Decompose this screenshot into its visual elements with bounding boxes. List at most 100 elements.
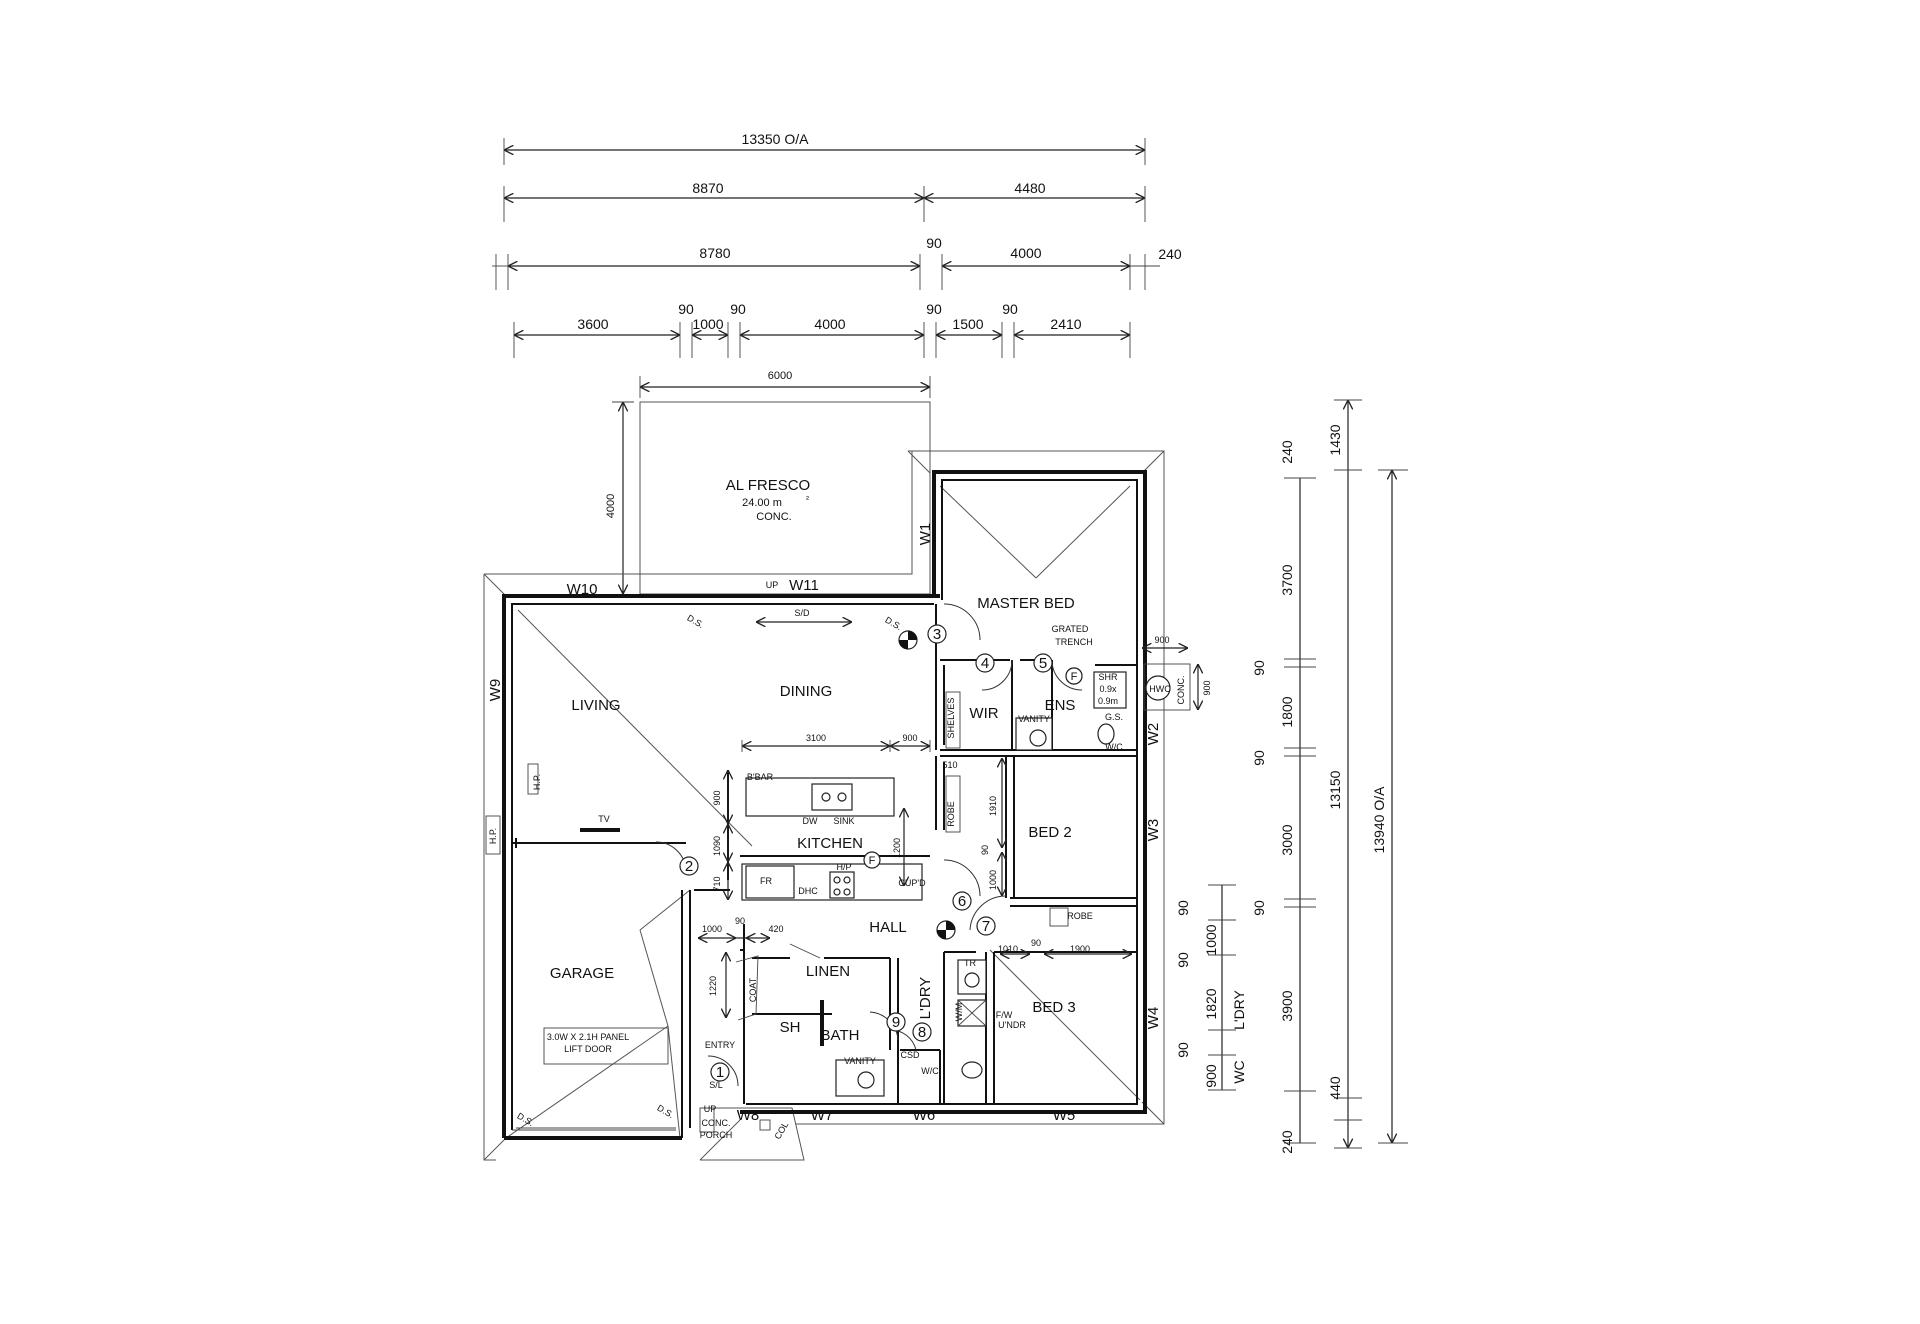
- label-bbar: B'BAR: [747, 772, 774, 782]
- room-labels: MASTER BED LIVING DINING KITCHEN WIR ENS…: [550, 595, 1076, 1044]
- label-cupd: CUP'D: [898, 878, 926, 888]
- window-w3: W3: [1145, 819, 1162, 842]
- label-shelves: SHELVES: [946, 698, 956, 739]
- dim-small-90a: 90: [1175, 900, 1191, 916]
- label-wc-ldry: W/C: [921, 1066, 939, 1076]
- fixtures: [485, 630, 1191, 1133]
- label-entry: ENTRY: [705, 1040, 735, 1050]
- label-hp-kitchen: H/P: [836, 862, 851, 872]
- dim-alfresco-width: 6000: [768, 370, 792, 382]
- door-number-9: 9: [892, 1014, 900, 1031]
- dim-alfresco-depth: 4000: [605, 494, 617, 518]
- label-sl: S/L: [709, 1080, 723, 1090]
- dim-510: 510: [942, 760, 957, 770]
- label-porch-1: CONC.: [702, 1118, 731, 1128]
- dim-row3-d: 240: [1158, 246, 1182, 262]
- dim-small-90c: 90: [1175, 1042, 1191, 1058]
- room-ldry: L'DRY: [917, 977, 934, 1020]
- dim-row4-1500: 1500: [952, 316, 983, 332]
- label-robe-bed3: ROBE: [1067, 911, 1093, 921]
- dim-3100: 3100: [806, 733, 826, 743]
- window-w9: W9: [487, 679, 504, 702]
- label-dw: DW: [803, 816, 818, 826]
- room-alfresco: AL FRESCO: [726, 477, 810, 494]
- label-col: COL: [772, 1120, 790, 1141]
- room-dining: DINING: [780, 683, 833, 700]
- dim-1000-hall: 1000: [702, 924, 722, 934]
- label-hp-wall: H.P.: [488, 828, 498, 844]
- room-hall: HALL: [869, 919, 907, 936]
- room-bath: BATH: [821, 1027, 860, 1044]
- external-walls: [502, 470, 1147, 1140]
- label-garage-door-1: 3.0W X 2.1H PANEL: [547, 1032, 629, 1042]
- dim-right-1430: 1430: [1327, 424, 1343, 455]
- door-number-2: 2: [685, 858, 693, 875]
- label-shr-1: SHR: [1098, 672, 1118, 682]
- door-number-5: 5: [1039, 655, 1047, 672]
- window-w8: W8: [737, 1107, 760, 1124]
- alfresco-area-sup: ²: [806, 494, 809, 504]
- label-garage-door-2: LIFT DOOR: [564, 1044, 612, 1054]
- room-living: LIVING: [571, 697, 620, 714]
- label-fr: FR: [760, 876, 772, 886]
- dim-row3-b: 90: [926, 235, 942, 251]
- label-hwc-conc: CONC.: [1176, 676, 1186, 705]
- dim-1200: 1200: [892, 838, 902, 858]
- room-kitchen: KITCHEN: [797, 835, 863, 852]
- dim-small-1820: 1820: [1203, 988, 1219, 1019]
- window-w4: W4: [1145, 1007, 1162, 1030]
- room-bed3: BED 3: [1032, 999, 1075, 1016]
- dim-row4-90d: 90: [1002, 301, 1018, 317]
- dim-small-wc: WC: [1231, 1060, 1247, 1083]
- dim-right-90c: 90: [1251, 900, 1267, 916]
- window-w1: W1: [917, 523, 934, 546]
- label-sd: S/D: [794, 608, 810, 618]
- window-w2: W2: [1145, 723, 1162, 746]
- dim-1910: 1910: [988, 796, 998, 816]
- label-dhc: DHC: [798, 886, 818, 896]
- door-number-1: 1: [716, 1064, 724, 1081]
- dim-small-90b: 90: [1175, 952, 1191, 968]
- dim-row4-90a: 90: [678, 301, 694, 317]
- label-wc-ens: W/C: [1105, 742, 1123, 752]
- dim-900-bench: 900: [712, 790, 722, 805]
- label-fw: F/W: [996, 1010, 1013, 1020]
- dim-row4-2410: 2410: [1050, 316, 1081, 332]
- dim-900-hwc: 900: [1154, 635, 1169, 645]
- dim-row4-3600: 3600: [577, 316, 608, 332]
- window-w5: W5: [1053, 1107, 1076, 1124]
- door-number-7: 7: [982, 918, 990, 935]
- dim-row2-b: 4480: [1014, 180, 1045, 196]
- label-f-ens: F: [1071, 671, 1078, 683]
- label-f-kitchen: F: [869, 855, 876, 867]
- dim-90-bed2: 90: [980, 845, 990, 855]
- door-numbers: 1 2 3 4 5 6 7 8 9: [679, 624, 1053, 1082]
- label-shr-2: 0.9x: [1099, 684, 1117, 694]
- dim-overall-top: 13350 O/A: [742, 131, 810, 147]
- dim-right-240b: 240: [1279, 1130, 1295, 1154]
- label-tr: TR: [964, 958, 976, 968]
- label-porch-2: PORCH: [700, 1130, 733, 1140]
- room-sh: SH: [780, 1019, 801, 1036]
- label-ds-porch: D.S.: [655, 1103, 675, 1120]
- label-undr: U'NDR: [998, 1020, 1026, 1030]
- label-up-porch: UP: [704, 1104, 717, 1114]
- room-garage: GARAGE: [550, 965, 614, 982]
- alfresco-area: 24.00 m: [742, 497, 782, 509]
- dim-right-13150: 13150: [1327, 770, 1343, 809]
- dim-row4-90c: 90: [926, 301, 942, 317]
- room-master-bed: MASTER BED: [977, 595, 1075, 612]
- dim-1220: 1220: [708, 976, 718, 996]
- interior-dimensions: 3100 900 900 1090 710 1200 1910 90 1000 …: [698, 635, 1212, 1018]
- dim-900-hwc-v: 900: [1202, 680, 1212, 695]
- door-number-3: 3: [933, 626, 941, 643]
- label-grated-1: GRATED: [1052, 624, 1089, 634]
- dim-right-3900: 3900: [1279, 990, 1295, 1021]
- annotations: UP S/D D.S. D.S. GRATED TRENCH SHR 0.9x …: [488, 580, 1186, 1141]
- label-hp-living: H.P.: [532, 774, 542, 790]
- window-w11: W11: [789, 577, 819, 594]
- dim-1900: 1900: [1070, 944, 1090, 954]
- dim-right-90a: 90: [1251, 660, 1267, 676]
- label-coat: COAT: [748, 977, 758, 1002]
